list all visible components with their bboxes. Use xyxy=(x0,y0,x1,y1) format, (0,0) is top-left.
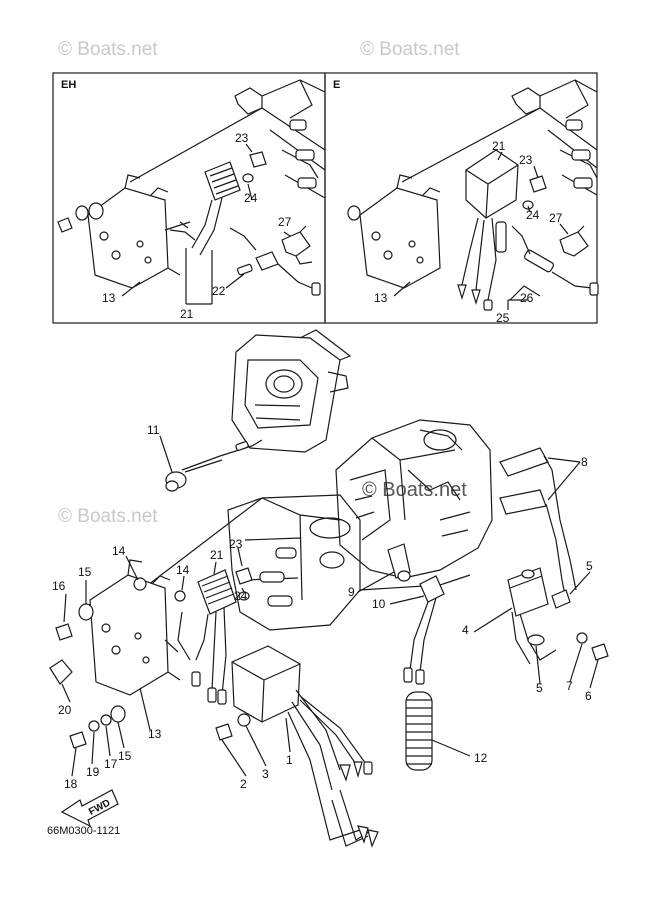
label-21: 21 xyxy=(492,139,506,153)
corrugated-tube xyxy=(405,691,433,771)
label-3: 3 xyxy=(262,767,269,781)
label-11: 11 xyxy=(147,423,160,437)
label-27: 27 xyxy=(278,215,292,229)
label-6: 6 xyxy=(585,689,592,703)
label-15: 15 xyxy=(78,565,92,579)
label-2: 2 xyxy=(240,777,247,791)
label-13: 13 xyxy=(374,291,388,305)
label-23: 23 xyxy=(229,537,243,551)
fwd-label: FWD xyxy=(87,798,112,818)
inset-eh-title: EH xyxy=(61,79,76,91)
label-25: 25 xyxy=(496,311,510,325)
label-21: 21 xyxy=(180,307,194,321)
diagram-code: 66M0300-1121 xyxy=(47,825,120,837)
label-5: 5 xyxy=(586,559,593,573)
label-20: 20 xyxy=(58,703,72,717)
label-5: 5 xyxy=(536,681,543,695)
label-24: 24 xyxy=(234,589,248,603)
label-23: 23 xyxy=(235,131,249,145)
label-14: 14 xyxy=(176,563,190,577)
label-9: 9 xyxy=(348,585,355,599)
label-27: 27 xyxy=(549,211,563,225)
label-12: 12 xyxy=(474,751,488,765)
label-1: 1 xyxy=(286,753,293,767)
label-13: 13 xyxy=(102,291,116,305)
label-4: 4 xyxy=(462,623,469,637)
label-26: 26 xyxy=(520,291,534,305)
main-assembly: FWD 11 8 5 14 21 23 24 xyxy=(49,329,609,848)
label-14: 14 xyxy=(112,544,126,558)
watermark-middle-left: © Boats.net xyxy=(58,506,158,527)
label-22: 22 xyxy=(212,284,226,298)
label-13: 13 xyxy=(148,727,162,741)
label-10: 10 xyxy=(372,597,386,611)
label-24: 24 xyxy=(526,208,540,222)
inset-eh: EH xyxy=(52,72,326,324)
label-21: 21 xyxy=(210,548,224,562)
inset-e-title: E xyxy=(333,79,340,91)
label-7: 7 xyxy=(566,679,573,693)
label-18: 18 xyxy=(64,777,78,791)
label-24: 24 xyxy=(244,191,258,205)
label-8: 8 xyxy=(581,455,588,469)
watermark-middle-right: © Boats.net xyxy=(362,479,467,501)
label-19: 19 xyxy=(86,765,100,779)
watermark-top-right: © Boats.net xyxy=(360,39,460,60)
label-23: 23 xyxy=(519,153,533,167)
label-17: 17 xyxy=(104,757,118,771)
label-16: 16 xyxy=(52,579,66,593)
watermark-top-left: © Boats.net xyxy=(58,39,158,60)
inset-e: E 21 23 xyxy=(324,72,599,325)
fwd-arrow: FWD xyxy=(60,789,119,828)
label-15: 15 xyxy=(118,749,132,763)
